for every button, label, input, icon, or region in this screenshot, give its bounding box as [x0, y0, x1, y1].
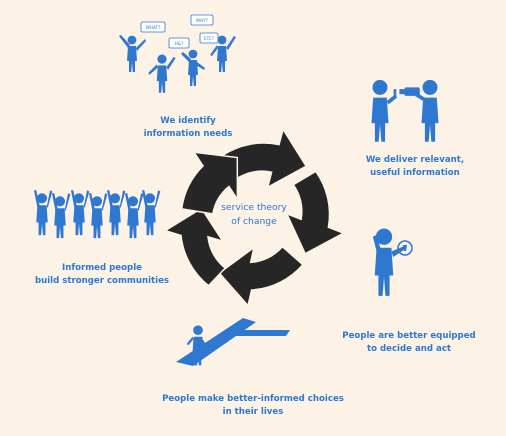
step-label-line: We deliver relevant,: [365, 155, 465, 165]
step-label-line: build stronger communities: [34, 276, 170, 286]
celebrating-group-illustration: [33, 190, 161, 239]
step-label-line: We identify: [160, 116, 216, 126]
step-label-line: People are better equipped: [342, 331, 476, 341]
speech-bubbles: [140, 14, 219, 49]
center-label-line-1: service theory: [221, 202, 287, 213]
cycle-arrow-5: [180, 151, 239, 215]
step-label-better-equipped: People are better equipped to decide and…: [322, 330, 496, 356]
thinking-person-illustration: [372, 228, 413, 296]
bubble-etc: ETC?: [204, 36, 214, 41]
cycle-arrows: [163, 127, 346, 308]
lightbulb-icon: [397, 240, 413, 256]
step-label-line: People make better-informed choices: [162, 394, 344, 404]
step-label-line: useful information: [370, 168, 460, 178]
cycle-arrow-2: [285, 170, 346, 255]
step-label-deliver-information: We deliver relevant, useful information: [340, 154, 490, 180]
confused-people-illustration: [119, 35, 236, 93]
bubble-how: H&?: [175, 41, 184, 46]
bubble-what: WHAT?: [146, 25, 161, 30]
bubble-why: WHY?: [196, 18, 208, 23]
reporters-illustration: [371, 79, 439, 142]
speech-bubble-texts: WHAT? WHY? ETC? H&?: [146, 18, 214, 46]
step-label-line: in their lives: [222, 407, 284, 417]
cycle-arrow-3: [218, 245, 304, 308]
cycle-arrow-1: [221, 127, 308, 189]
step-label-better-choices: People make better-informed choices in t…: [118, 393, 388, 419]
step-label-identify-needs: We identify information needs: [118, 115, 258, 141]
center-label-line-2: of change: [231, 216, 277, 227]
path-walker-illustration: [176, 318, 290, 366]
step-label-line: Informed people: [62, 263, 142, 273]
center-label: service theory of change: [216, 201, 292, 229]
cycle-arrow-4: [163, 207, 227, 287]
step-label-line: to decide and act: [366, 344, 452, 354]
step-label-line: information needs: [143, 129, 233, 139]
step-label-stronger-communities: Informed people build stronger communiti…: [14, 262, 190, 288]
